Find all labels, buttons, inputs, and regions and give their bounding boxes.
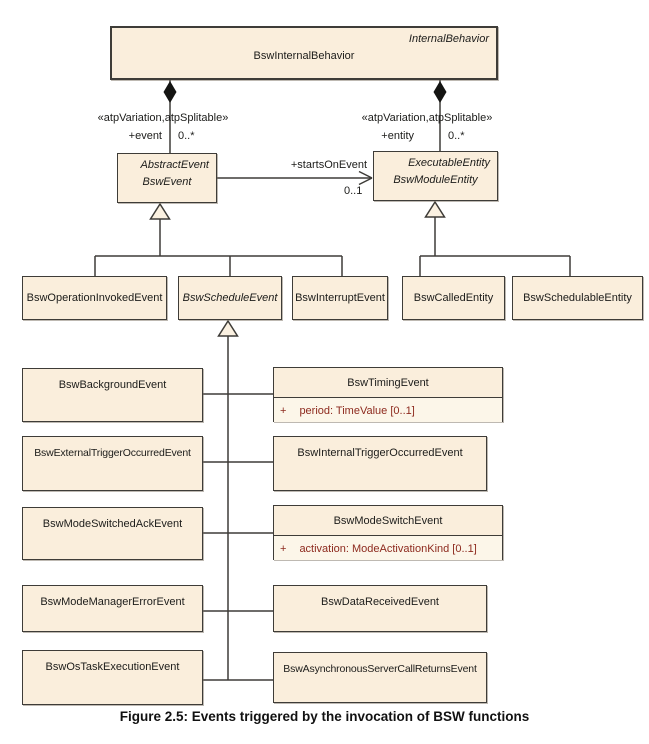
class-name: BswModeSwitchedAckEvent <box>42 518 183 530</box>
class-name: BswOperationInvokedEvent <box>26 292 163 304</box>
class-bsw-interrupt-event: BswInterruptEvent <box>292 276 388 320</box>
class-bsw-called-entity: BswCalledEntity <box>402 276 505 320</box>
class-name: BswOsTaskExecutionEvent <box>45 661 180 673</box>
class-name: BswExternalTriggerOccurredEvent <box>34 447 191 459</box>
generalization-line-entity <box>419 217 571 277</box>
class-name: BswScheduleEvent <box>182 292 278 304</box>
class-bsw-background-event: BswBackgroundEvent <box>22 368 203 422</box>
class-name: BswEvent <box>142 176 192 188</box>
generalization-triangle-icon-event <box>149 202 171 220</box>
class-bsw-mode-manager-error-event: BswModeManagerErrorEvent <box>22 585 203 632</box>
class-name: BswTimingEvent <box>347 377 429 389</box>
class-bsw-external-trigger-occurred-event: BswExternalTriggerOccurredEvent <box>22 436 203 491</box>
class-name: BswBackgroundEvent <box>58 379 167 391</box>
association-name-label: +startsOnEvent <box>290 159 367 171</box>
class-name: BswModeManagerErrorEvent <box>40 596 185 608</box>
attribute-compartment: + period: TimeValue [0..1] <box>274 396 502 422</box>
class-bsw-os-task-execution-event: BswOsTaskExecutionEvent <box>22 650 203 705</box>
class-bsw-operation-invoked-event: BswOperationInvokedEvent <box>22 276 167 320</box>
multiplicity-label-entity: 0..* <box>448 130 465 142</box>
attribute-visibility: + <box>280 404 287 417</box>
attribute-visibility: + <box>280 542 287 555</box>
class-bsw-schedule-event: BswScheduleEvent <box>178 276 282 320</box>
class-bsw-mode-switch-event: BswModeSwitchEvent + activation: ModeAct… <box>273 505 503 560</box>
class-bsw-data-received-event: BswDataReceivedEvent <box>273 585 487 632</box>
class-name: BswSchedulableEntity <box>523 292 632 304</box>
class-name: BswAsynchronousServerCallReturnsEvent <box>283 663 477 675</box>
stereotype-label-left: «atpVariation,atpSplitable» <box>97 112 229 124</box>
class-bsw-schedulable-entity: BswSchedulableEntity <box>512 276 643 320</box>
class-name: BswDataReceivedEvent <box>320 596 439 608</box>
base-class-label: AbstractEvent <box>140 159 209 171</box>
class-name: BswInterruptEvent <box>295 292 385 304</box>
class-name: BswInternalTriggerOccurredEvent <box>297 447 463 459</box>
class-bsw-event: AbstractEvent BswEvent <box>117 153 217 203</box>
figure-caption: Figure 2.5: Events triggered by the invo… <box>119 709 530 724</box>
base-class-label: ExecutableEntity <box>408 157 490 169</box>
generalization-triangle-icon-entity <box>424 200 446 218</box>
class-name: BswModuleEntity <box>393 174 478 186</box>
class-name: BswModeSwitchEvent <box>333 515 443 527</box>
class-bsw-module-entity: ExecutableEntity BswModuleEntity <box>373 151 498 201</box>
generalization-line-event <box>94 219 343 277</box>
open-arrowhead-icon <box>358 170 373 186</box>
role-label-event: +event <box>128 130 162 142</box>
composition-diamond-icon-left <box>163 81 177 103</box>
class-name: BswInternalBehavior <box>253 50 355 62</box>
stereotype-label-right: «atpVariation,atpSplitable» <box>361 112 493 124</box>
base-class-label: InternalBehavior <box>408 33 489 45</box>
composition-diamond-icon-right <box>433 81 447 103</box>
class-bsw-internal-behavior: InternalBehavior BswInternalBehavior <box>110 26 498 80</box>
class-bsw-timing-event: BswTimingEvent + period: TimeValue [0..1… <box>273 367 503 422</box>
generalization-triangle-icon-schedule <box>217 319 239 337</box>
role-label-entity: +entity <box>381 130 414 142</box>
class-bsw-mode-switched-ack-event: BswModeSwitchedAckEvent <box>22 507 203 560</box>
class-name: BswCalledEntity <box>413 292 494 304</box>
attribute-compartment: + activation: ModeActivationKind [0..1] <box>274 534 502 560</box>
class-bsw-internal-trigger-occurred-event: BswInternalTriggerOccurredEvent <box>273 436 487 491</box>
attribute-signature: activation: ModeActivationKind [0..1] <box>299 542 477 555</box>
class-bsw-asynchronous-server-call-returns-event: BswAsynchronousServerCallReturnsEvent <box>273 652 487 703</box>
multiplicity-label-event: 0..* <box>178 130 195 142</box>
association-multiplicity-label: 0..1 <box>344 185 363 197</box>
attribute-signature: period: TimeValue [0..1] <box>299 404 415 417</box>
